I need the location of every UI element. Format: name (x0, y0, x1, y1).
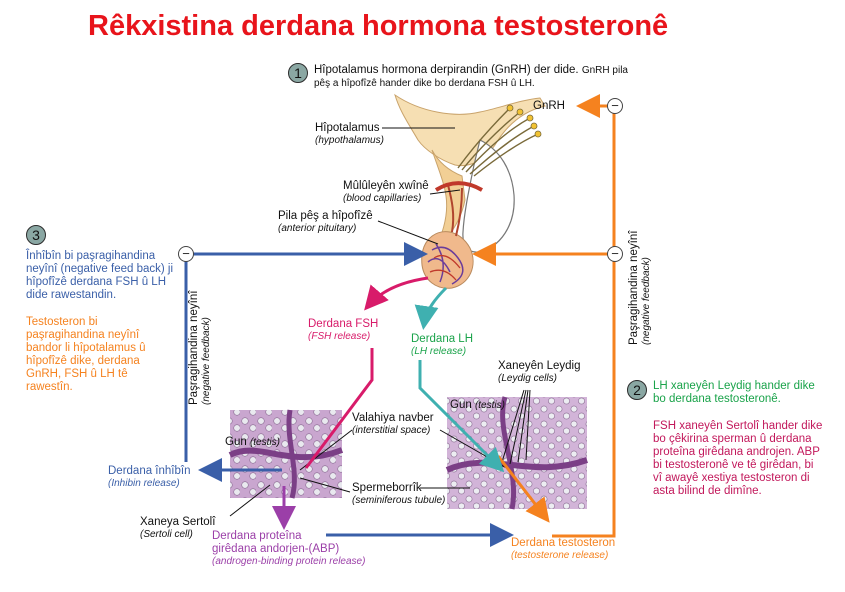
anterior-pituitary-label: Pila pêş a hîpofîzê(anterior pituitary) (278, 210, 373, 234)
minus-sign-inhibin-icon: − (178, 246, 194, 262)
fsh-arrows (304, 276, 429, 469)
inhibin-release-label: Derdana înhîbîn(Inhibin release) (108, 465, 191, 489)
sertoli-cell-label: Xaneya Sertolî(Sertoli cell) (140, 516, 216, 540)
fsh-release-label: Derdana FSH(FSH release) (308, 318, 379, 342)
testis-tissue-left (228, 409, 344, 499)
negative-feedback-right-label: Paşragihandina neyînî (negative feedback… (628, 230, 652, 345)
testosterone-feedback-arrows (472, 94, 616, 538)
hypothalamus-label: Hîpotalamus(hypothalamus) (315, 122, 384, 146)
step-2-badge: 2 (627, 380, 647, 400)
testis-left-label: Gun (testis) (225, 436, 280, 448)
lh-release-label: Derdana LH(LH release) (411, 333, 474, 357)
step-1-text: Hîpotalamus hormona derpirandin (GnRH) d… (314, 64, 628, 89)
lh-arrows (414, 286, 505, 473)
gnrh-label: GnRH (533, 100, 565, 112)
interstitial-space-label: Valahiya navber(interstitial space) (352, 412, 434, 436)
capillaries-label: Mûlûleyên xwînê(blood capillaries) (343, 180, 429, 204)
step-1-badge: 1 (288, 63, 308, 83)
testis-right-label: Gun (testis) (450, 399, 505, 411)
testis-tissue-right (445, 396, 588, 510)
step-3-badge: 3 (26, 225, 46, 245)
seminiferous-tubule-label: Spermeborrîk(seminiferous tubule) (352, 482, 446, 506)
leydig-cells-label: Xaneyên Leydig(Leydig cells) (498, 360, 581, 384)
minus-sign-testosterone-pituitary-icon: − (607, 246, 623, 262)
negative-feedback-left-label: Paşragihandina neyînî (negative feedback… (188, 290, 212, 405)
page-title: Rêkxistina derdana hormona testosteronê (88, 10, 669, 42)
testosterone-release-label: Derdana testosteron(testosterone release… (511, 537, 616, 561)
abp-release-label: Derdana proteîna girêdana andorjen-(ABP)… (212, 530, 366, 567)
minus-sign-testosterone-hypothalamus-icon: − (607, 98, 623, 114)
